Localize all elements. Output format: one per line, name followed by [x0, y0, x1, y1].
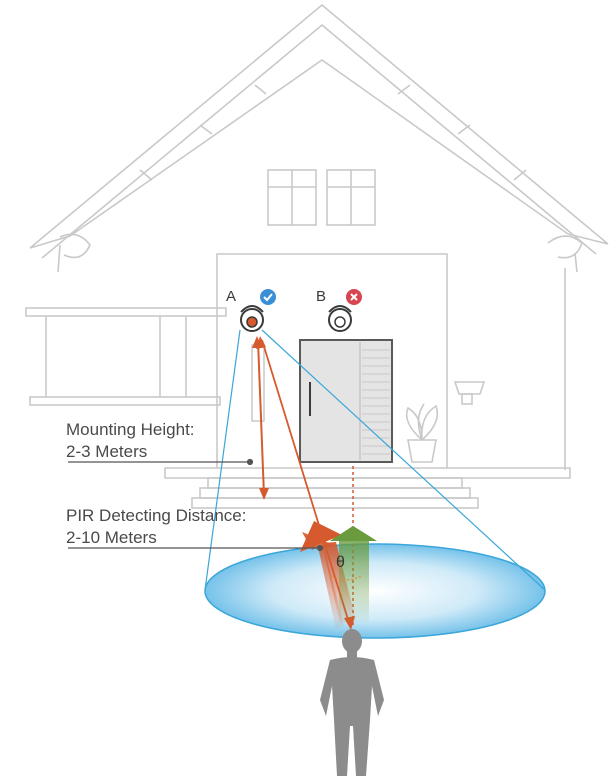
camera-a-device [240, 305, 264, 332]
front-door [299, 339, 393, 463]
pir-distance-title: PIR Detecting Distance: [66, 506, 247, 525]
mounting-height-title: Mounting Height: [66, 420, 195, 439]
label-leader-lines [68, 458, 324, 552]
motion-direction-arrows [300, 521, 377, 629]
house [25, 3, 609, 509]
camera-b-label: B [316, 288, 327, 305]
pir-distance-value: 2-10 Meters [66, 528, 157, 547]
mounting-height-indicator [251, 336, 269, 500]
x-icon [346, 289, 362, 305]
camera-b-device [328, 305, 352, 332]
mounting-height-value: 2-3 Meters [66, 442, 148, 461]
person-silhouette [320, 629, 384, 776]
detection-angle-label: θ [336, 554, 345, 571]
camera-a-label: A [226, 288, 237, 305]
detection-zone [204, 543, 546, 639]
field-of-view-lines [204, 329, 546, 591]
check-icon [260, 289, 276, 305]
